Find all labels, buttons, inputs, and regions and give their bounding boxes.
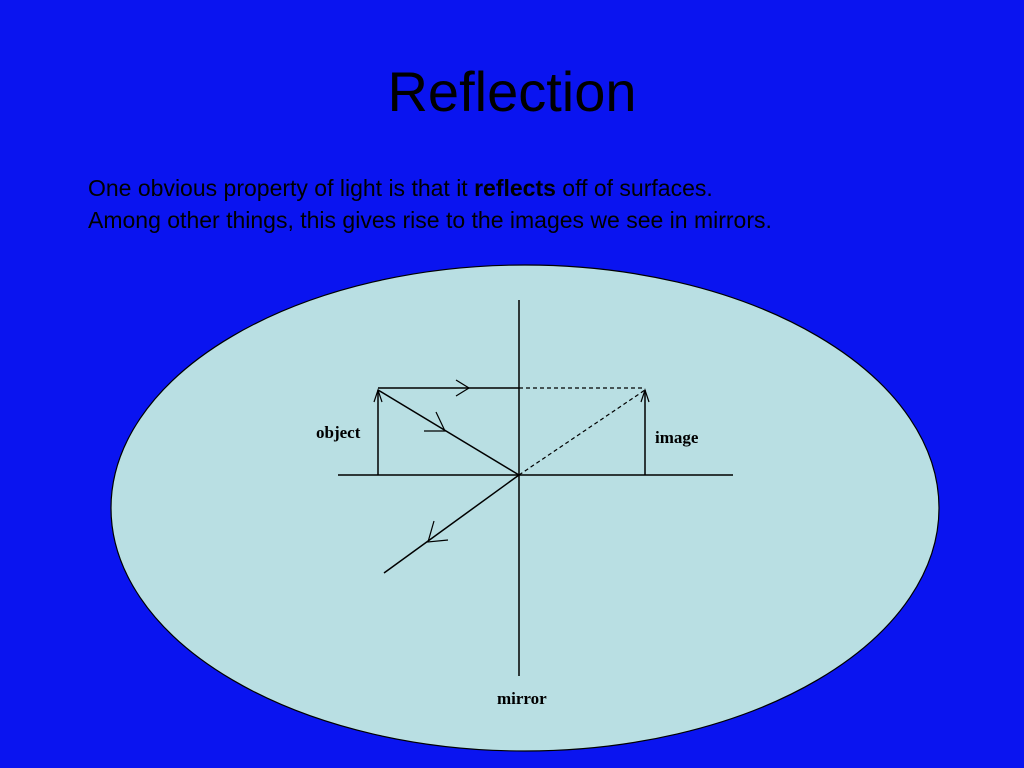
incident-ray-arrowhead [424,411,446,432]
mirror-label: mirror [497,689,547,708]
object-label: object [316,423,361,442]
reflected-ray [383,474,520,574]
virtual-ray [518,389,646,476]
intro-line1-start: One obvious property of light is that it [88,175,475,201]
intro-line1-end: off of surfaces. [555,175,713,201]
intro-keyword: reflects [474,175,556,201]
intro-line2: Among other things, this gives rise to t… [88,207,772,233]
image-arrow-head [640,388,650,403]
reflected-ray-arrowhead [427,520,449,543]
slide-title: Reflection [387,60,637,123]
intro-paragraph: One obvious property of light is that it… [88,172,988,236]
image-label: image [655,428,699,447]
incident-ray [377,389,520,476]
diagram-background-ellipse [110,264,940,752]
horizontal-ray-arrowhead [455,379,471,397]
